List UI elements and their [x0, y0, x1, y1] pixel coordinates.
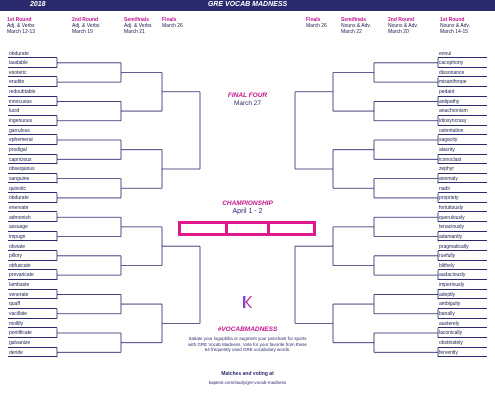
bracket-slot[interactable]: ostentation — [438, 128, 487, 136]
bracket-slot[interactable]: obviate — [8, 244, 57, 251]
bracket-slot[interactable]: capricious — [8, 157, 57, 165]
bracket-slot[interactable]: galvanize — [8, 340, 57, 348]
bracket-slot[interactable]: mollify — [8, 321, 57, 329]
bracket-slot[interactable]: lucid — [8, 108, 57, 116]
final-four-label: FINAL FOUR March 27 — [227, 92, 268, 107]
bracket-slot[interactable]: nadir — [438, 186, 487, 194]
bracket-slot[interactable]: austerely — [438, 321, 487, 329]
bracket-slot[interactable]: anomaly — [438, 176, 487, 184]
bracket-slot[interactable]: fortuitously — [438, 205, 487, 213]
bracket-slot[interactable]: imperiously — [438, 282, 487, 290]
championship-label: CHAMPIONSHIP April 1 - 2 — [222, 200, 273, 215]
bracket-slot[interactable]: audaciously — [438, 272, 487, 280]
bracket-slot[interactable]: vacillate — [8, 311, 57, 319]
bracket-slot[interactable]: obdurate — [8, 195, 57, 203]
bracket-slot[interactable]: obdurate — [8, 51, 57, 58]
bracket-slot[interactable]: admonish — [8, 215, 57, 223]
championship-box[interactable] — [178, 221, 316, 236]
year-label: 2018 — [30, 1, 46, 8]
kaplan-logo-icon — [243, 296, 252, 308]
bracket-slot[interactable]: ruefully — [438, 253, 487, 261]
bracket-slot[interactable]: ennui — [438, 51, 487, 58]
bracket-slot[interactable]: zephyr — [438, 166, 487, 174]
bracket-slot[interactable]: pillory — [8, 253, 57, 261]
bracket-slot[interactable]: ephemeral — [8, 137, 57, 145]
bracket-slot[interactable]: erudite — [8, 79, 57, 87]
bracket-slot[interactable]: idiosyncrasy — [438, 118, 487, 126]
bracket-title: GRE VOCAB MADNESS — [207, 1, 288, 8]
bracket-slot[interactable]: deride — [8, 350, 57, 358]
bracket-slot[interactable]: cacophony — [438, 60, 487, 68]
bracket-slot[interactable]: laconically — [438, 330, 487, 338]
bracket-slot[interactable]: assuage — [8, 224, 57, 232]
title-bar: 2018 GRE VOCAB MADNESS — [0, 0, 495, 11]
bracket-slot[interactable]: laudable — [8, 60, 57, 68]
bracket-slot[interactable]: blithely — [438, 263, 487, 271]
bracket-slot[interactable]: propriety — [438, 195, 487, 203]
bracket-slot[interactable]: esoteric — [8, 70, 57, 78]
bracket-slot[interactable]: pedant — [438, 89, 487, 97]
bracket-slot[interactable]: enervate — [8, 205, 57, 213]
bracket-slot[interactable]: pontificate — [8, 330, 57, 338]
bracket-slot[interactable]: quaff — [8, 301, 57, 309]
bracket-slot[interactable]: iconoclast — [438, 157, 487, 165]
bracket-slot[interactable]: obfuscate — [8, 263, 57, 271]
bracket-slot[interactable]: ingenuous — [8, 118, 57, 126]
bracket-slot[interactable]: innocuous — [8, 99, 57, 107]
bracket-slot[interactable]: tenaciously — [438, 224, 487, 232]
bracket-slot[interactable]: impugn — [8, 234, 57, 242]
bracket-slot[interactable]: venerate — [8, 292, 57, 300]
matches-label: Matches and voting at — [221, 371, 274, 377]
hashtag: #VOCABMADNESS — [217, 326, 278, 333]
bracket-slot[interactable]: prevaricate — [8, 272, 57, 280]
bracket-slot[interactable]: adeptly — [438, 292, 487, 300]
bracket-slot[interactable]: alacrity — [438, 147, 487, 155]
bracket-slot[interactable]: obstinately — [438, 340, 487, 348]
bracket-slot[interactable]: adamantly — [438, 234, 487, 242]
championship-divider-left — [225, 224, 228, 233]
blurb-text: Satiate your logophilia or augment your … — [188, 336, 307, 352]
bracket-slot[interactable]: prodigal — [8, 147, 57, 155]
bracket-slot[interactable]: misanthrope — [438, 79, 487, 87]
bracket-slot[interactable]: garrulous — [8, 128, 57, 136]
bracket-slot[interactable]: quixotic — [8, 186, 57, 194]
bracket-slot[interactable]: redoubtable — [8, 89, 57, 97]
bracket-slot[interactable]: anachronism — [438, 108, 487, 116]
championship-divider-right — [267, 224, 270, 233]
bracket-slot[interactable]: banally — [438, 311, 487, 319]
bracket-slot[interactable]: obsequious — [8, 166, 57, 174]
bracket-slot[interactable]: antipathy — [438, 99, 487, 107]
bracket-slot[interactable]: querulously — [438, 215, 487, 223]
bracket-slot[interactable]: fervently — [438, 350, 487, 358]
bracket-slot[interactable]: pragmatically — [438, 244, 487, 251]
voting-url-link[interactable]: kaptest.com/study/gre-vocab-madness — [208, 380, 287, 385]
bracket-slot[interactable]: dissonance — [438, 70, 487, 78]
bracket-slot[interactable]: sagacity — [438, 137, 487, 145]
bracket-slot[interactable]: sanguine — [8, 176, 57, 184]
bracket-slot[interactable]: lambaste — [8, 282, 57, 290]
bracket-slot[interactable]: ambiguity — [438, 301, 487, 309]
